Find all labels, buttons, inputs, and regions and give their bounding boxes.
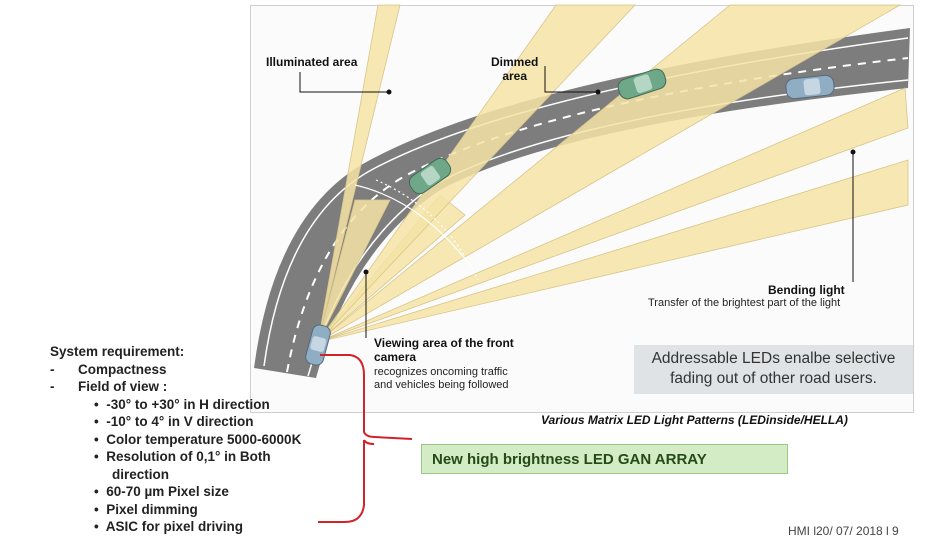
requirement-bullet: • Pixel dimming (94, 501, 198, 517)
beam-7 (317, 159, 909, 343)
light-beams (317, 4, 909, 343)
requirement-bullet: • ASIC for pixel driving (94, 519, 244, 534)
requirement-bullet: • Resolution of 0,1° in Both (94, 449, 271, 464)
beam-1 (317, 199, 391, 343)
requirement-bullet: • -30° to +30° in H direction (94, 396, 270, 412)
diagram-caption: Various Matrix LED Light Patterns (LEDin… (541, 413, 848, 427)
camera-view-sector (354, 179, 479, 281)
leader-lines (299, 66, 856, 338)
requirements-title: System requirement: (50, 344, 185, 359)
requirement-item: -Compactness (50, 361, 167, 377)
requirement-bullet: • 60-70 µm Pixel size (94, 484, 229, 499)
slide-footer: HMI l20/ 07/ 2018 l 9 (788, 524, 899, 538)
illuminated-area-label: Illuminated area (266, 55, 358, 69)
red-bracket (318, 354, 413, 523)
car-blue-ahead (785, 74, 835, 100)
requirement-bullet-continuation: direction (112, 466, 170, 482)
system-requirements: System requirement: -Compactness -Field … (50, 343, 301, 536)
car-green-1 (408, 157, 452, 195)
beam-6 (317, 87, 909, 343)
car-green-2 (617, 68, 667, 100)
requirement-bullet: • -10° to 4° in V direction (94, 414, 254, 429)
bending-light-desc: Transfer of the brightest part of the li… (648, 297, 841, 309)
beam-2 (317, 4, 401, 343)
highlight-box: New high brightness LED GAN ARRAY (421, 444, 788, 474)
requirement-bullet: • Color temperature 5000-6000K (94, 431, 302, 447)
requirement-item: -Field of view : (50, 379, 168, 394)
bending-light-title: Bending light (768, 283, 845, 297)
